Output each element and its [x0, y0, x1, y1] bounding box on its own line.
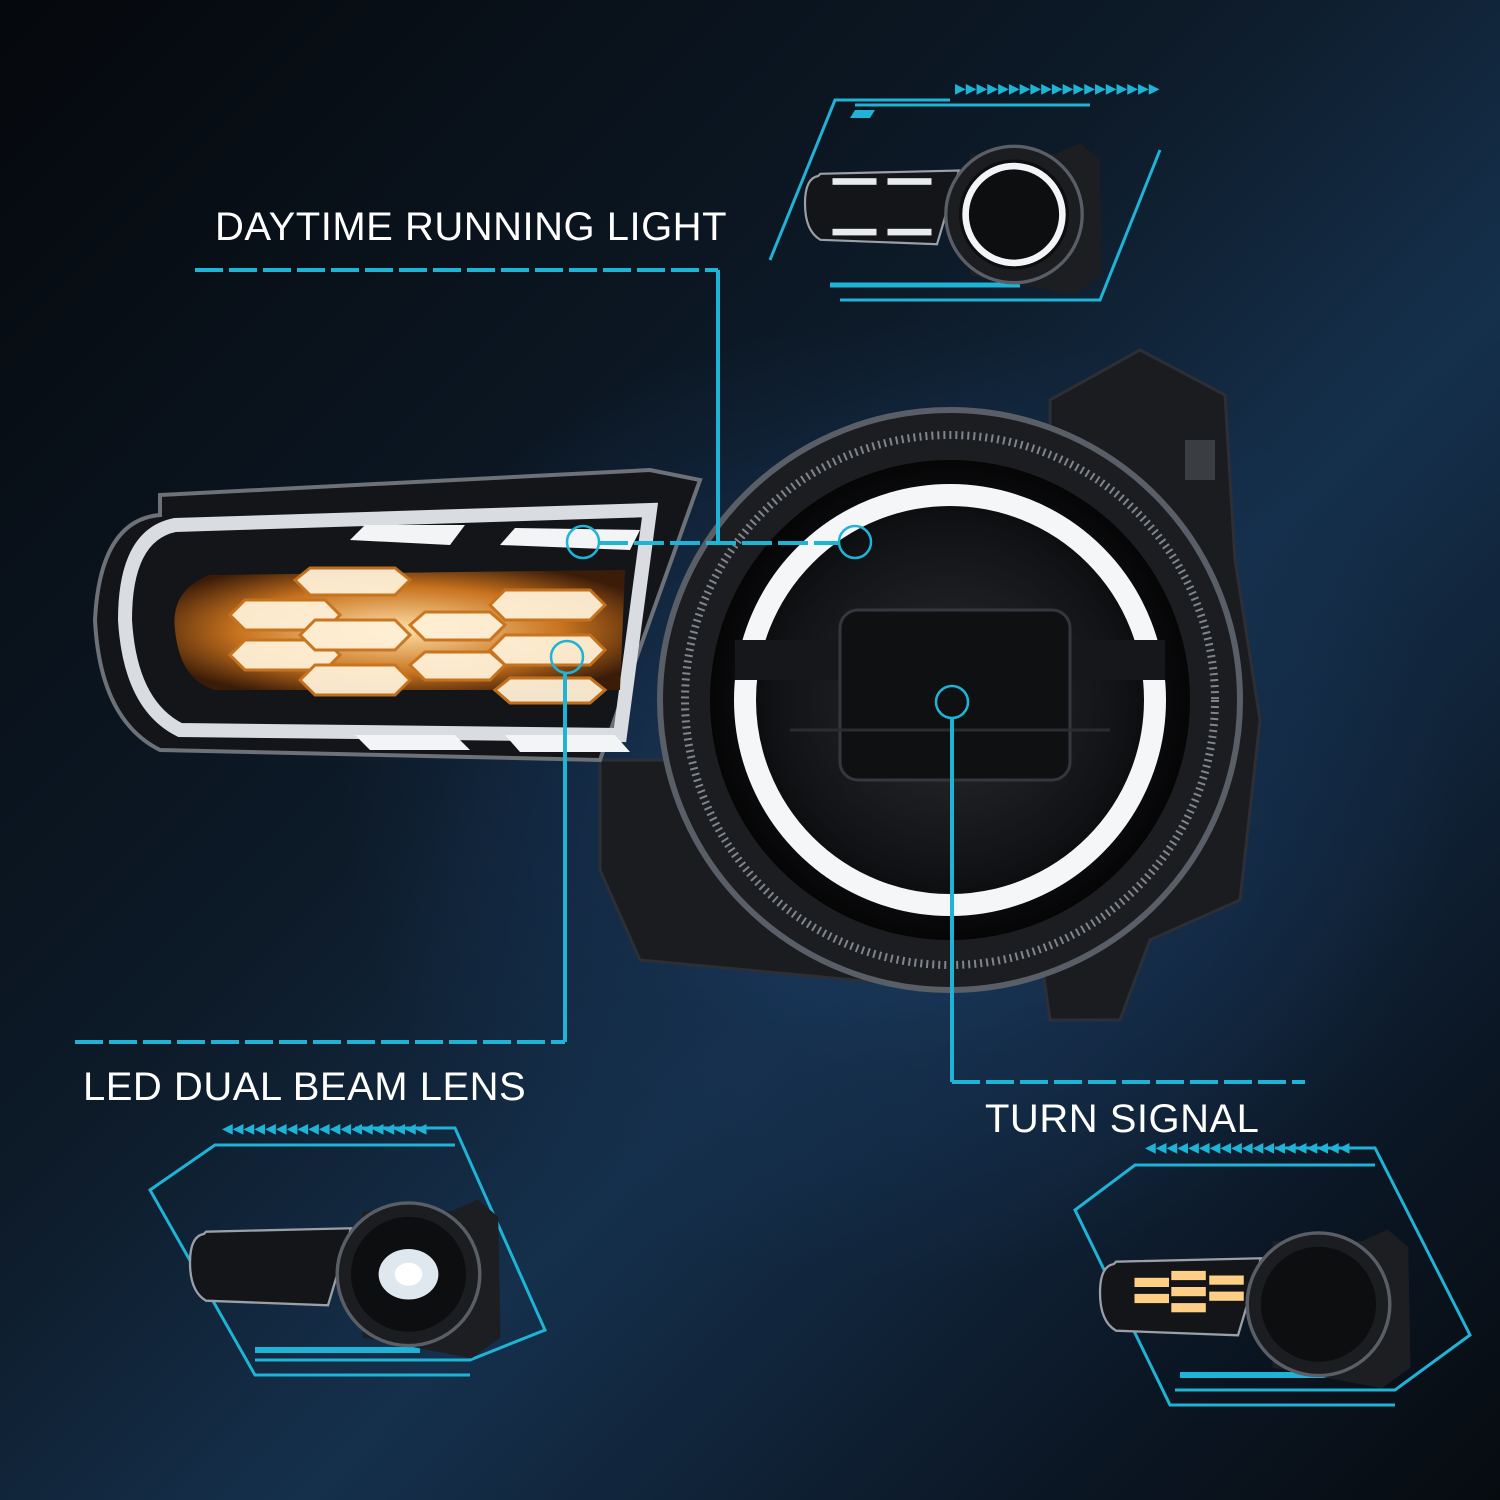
callout-led-dual-beam-lens: LED DUAL BEAM LENS	[83, 1065, 527, 1109]
svg-text:◀◀◀◀◀◀◀◀◀◀◀◀◀◀◀◀◀◀◀: ◀◀◀◀◀◀◀◀◀◀◀◀◀◀◀◀◀◀◀	[222, 1120, 427, 1136]
svg-text:◀◀◀◀◀◀◀◀◀◀◀◀◀◀◀◀◀◀◀: ◀◀◀◀◀◀◀◀◀◀◀◀◀◀◀◀◀◀◀	[1145, 1139, 1350, 1155]
inset-turn-frame: ◀◀◀◀◀◀◀◀◀◀◀◀◀◀◀◀◀◀◀	[1073, 1139, 1472, 1407]
callout-daytime-running-light: DAYTIME RUNNING LIGHT	[215, 205, 728, 249]
callout-turn-signal: TURN SIGNAL	[985, 1097, 1260, 1141]
inset-drl-frame: ▶▶▶▶▶▶▶▶▶▶▶▶▶▶▶▶▶▶▶	[768, 80, 1162, 302]
inset-lens-frame: ◀◀◀◀◀◀◀◀◀◀◀◀◀◀◀◀◀◀◀	[148, 1120, 548, 1377]
svg-text:▶▶▶▶▶▶▶▶▶▶▶▶▶▶▶▶▶▶▶: ▶▶▶▶▶▶▶▶▶▶▶▶▶▶▶▶▶▶▶	[955, 80, 1160, 96]
